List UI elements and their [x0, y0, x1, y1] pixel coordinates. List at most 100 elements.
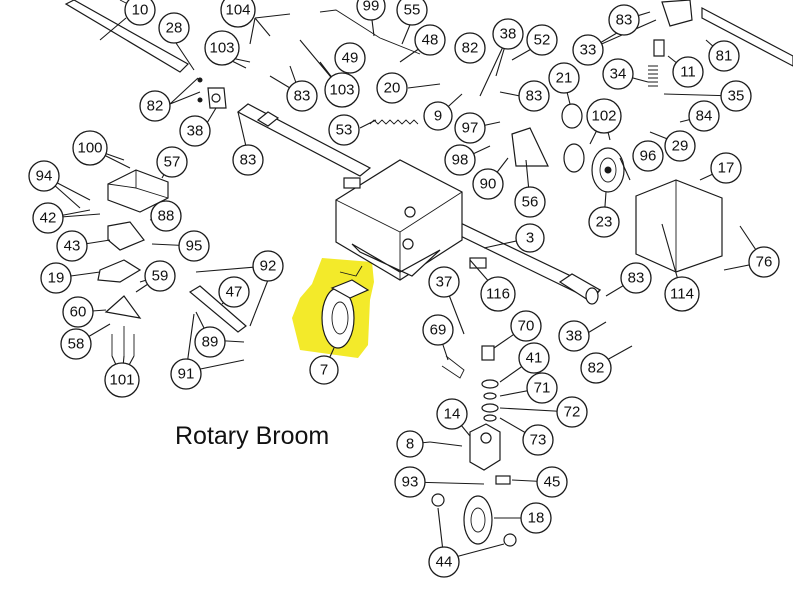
callout-29[interactable]: 29 — [664, 130, 696, 162]
callout-95[interactable]: 95 — [178, 230, 210, 262]
callout-14[interactable]: 14 — [436, 398, 468, 430]
callout-17[interactable]: 17 — [710, 152, 742, 184]
callout-53[interactable]: 53 — [328, 114, 360, 146]
callout-57[interactable]: 57 — [156, 146, 188, 178]
callout-47[interactable]: 47 — [218, 276, 250, 308]
callout-103[interactable]: 103 — [204, 30, 240, 66]
callout-34[interactable]: 34 — [602, 58, 634, 90]
callout-60[interactable]: 60 — [62, 296, 94, 328]
callout-103b[interactable]: 103 — [324, 72, 360, 108]
callout-23[interactable]: 23 — [588, 206, 620, 238]
svg-text:9: 9 — [434, 108, 442, 125]
callout-92[interactable]: 92 — [252, 250, 284, 282]
callout-8[interactable]: 8 — [396, 430, 424, 458]
callout-102[interactable]: 102 — [586, 98, 622, 134]
callout-9[interactable]: 9 — [423, 101, 453, 131]
svg-text:69: 69 — [430, 322, 447, 339]
callout-55[interactable]: 55 — [396, 0, 428, 26]
callout-83c[interactable]: 83 — [518, 80, 550, 112]
callout-104[interactable]: 104 — [220, 0, 256, 28]
callout-88[interactable]: 88 — [150, 200, 182, 232]
callout-20[interactable]: 20 — [376, 72, 408, 104]
callout-33[interactable]: 33 — [572, 34, 604, 66]
callout-19[interactable]: 19 — [40, 262, 72, 294]
callout-82b[interactable]: 82 — [454, 32, 486, 64]
svg-text:83: 83 — [240, 152, 257, 169]
svg-text:59: 59 — [152, 268, 169, 285]
svg-text:89: 89 — [202, 334, 219, 351]
bracket-56 — [511, 127, 549, 167]
callout-96[interactable]: 96 — [632, 140, 664, 172]
callout-90[interactable]: 90 — [472, 168, 504, 200]
callout-73[interactable]: 73 — [522, 424, 554, 456]
caster-wheel-7 — [321, 265, 370, 349]
rod-49 — [319, 9, 421, 55]
svg-text:47: 47 — [226, 284, 243, 301]
callout-100[interactable]: 100 — [72, 130, 108, 166]
callout-69[interactable]: 69 — [422, 314, 454, 346]
spring-35 — [648, 65, 658, 87]
callout-89[interactable]: 89 — [194, 326, 226, 358]
callout-82c[interactable]: 82 — [580, 352, 612, 384]
callout-70[interactable]: 70 — [510, 310, 542, 342]
callout-52[interactable]: 52 — [526, 24, 558, 56]
svg-text:11: 11 — [680, 64, 696, 81]
bracket-43 — [107, 221, 145, 251]
callout-83d[interactable]: 83 — [608, 4, 640, 36]
callout-98[interactable]: 98 — [444, 144, 476, 176]
callout-44[interactable]: 44 — [428, 546, 460, 578]
pulleys — [561, 103, 625, 193]
callout-42[interactable]: 42 — [32, 202, 64, 234]
callout-21[interactable]: 21 — [548, 62, 580, 94]
callout-43[interactable]: 43 — [56, 230, 88, 262]
svg-text:60: 60 — [70, 304, 87, 321]
callout-37[interactable]: 37 — [428, 266, 460, 298]
callout-116[interactable]: 116 — [480, 276, 516, 312]
callout-94[interactable]: 94 — [28, 160, 60, 192]
callout-38b[interactable]: 38 — [492, 18, 524, 50]
callout-83b[interactable]: 83 — [232, 144, 264, 176]
callout-49[interactable]: 49 — [334, 42, 366, 74]
callout-91[interactable]: 91 — [170, 358, 202, 390]
bolt-8 — [429, 441, 463, 447]
callout-99[interactable]: 99 — [356, 0, 386, 21]
callout-3[interactable]: 3 — [515, 223, 545, 253]
callout-28[interactable]: 28 — [158, 12, 190, 44]
callout-84[interactable]: 84 — [688, 100, 720, 132]
callout-76[interactable]: 76 — [748, 246, 780, 278]
callout-41[interactable]: 41 — [518, 342, 550, 374]
callout-93[interactable]: 93 — [394, 466, 426, 498]
callout-11[interactable]: 11 — [672, 56, 704, 88]
callout-71[interactable]: 71 — [526, 372, 558, 404]
callout-81[interactable]: 81 — [708, 40, 740, 72]
callout-58[interactable]: 58 — [60, 328, 92, 360]
callout-83[interactable]: 83 — [286, 80, 318, 112]
svg-text:10: 10 — [132, 2, 149, 19]
svg-text:102: 102 — [591, 108, 616, 125]
rod-10 — [64, 0, 189, 73]
callout-83e[interactable]: 83 — [620, 262, 652, 294]
svg-text:91: 91 — [178, 366, 195, 383]
callout-97[interactable]: 97 — [454, 112, 486, 144]
callout-59[interactable]: 59 — [144, 260, 176, 292]
callout-7[interactable]: 7 — [309, 355, 339, 385]
callout-56[interactable]: 56 — [514, 186, 546, 218]
callout-82[interactable]: 82 — [139, 90, 171, 122]
svg-text:21: 21 — [556, 70, 573, 87]
callout-48[interactable]: 48 — [414, 24, 446, 56]
callout-72[interactable]: 72 — [556, 396, 588, 428]
callout-35[interactable]: 35 — [720, 80, 752, 112]
svg-text:96: 96 — [640, 148, 657, 165]
svg-text:44: 44 — [436, 554, 453, 571]
callout-101[interactable]: 101 — [104, 362, 140, 398]
svg-text:7: 7 — [320, 362, 328, 379]
svg-text:72: 72 — [564, 404, 581, 421]
spacer-45 — [495, 475, 511, 485]
bar-47 — [188, 285, 247, 333]
callout-10[interactable]: 10 — [124, 0, 156, 26]
callout-114[interactable]: 114 — [664, 276, 700, 312]
callout-38c[interactable]: 38 — [558, 320, 590, 352]
callout-38[interactable]: 38 — [179, 115, 211, 147]
callout-45[interactable]: 45 — [536, 466, 568, 498]
callout-18[interactable]: 18 — [520, 502, 552, 534]
